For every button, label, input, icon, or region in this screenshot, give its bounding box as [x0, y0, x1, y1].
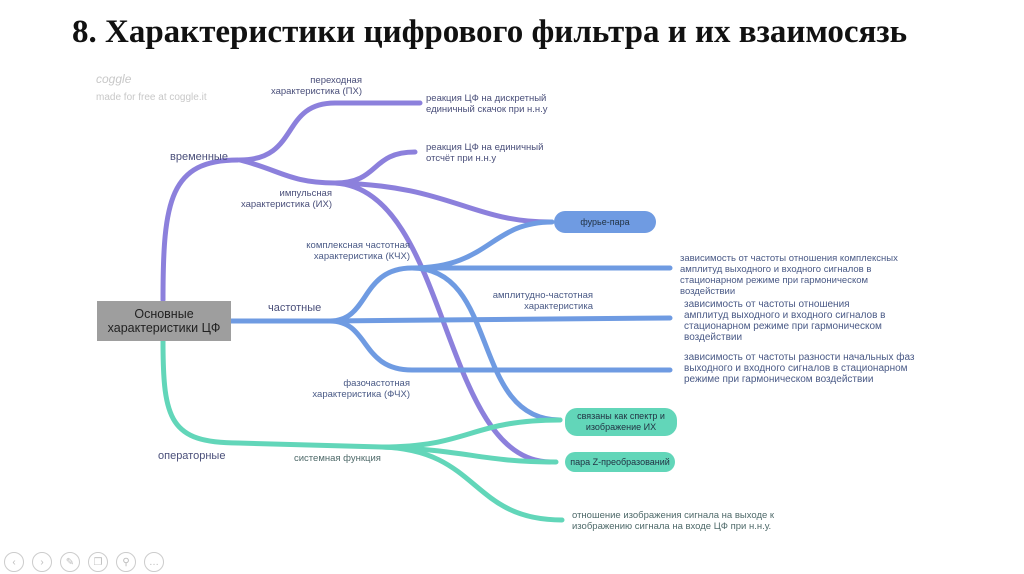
- leaf-px-def: реакция ЦФ на дискретный единичный скачо…: [426, 93, 548, 115]
- copy-icon[interactable]: ❐: [88, 552, 108, 572]
- branch-time: [160, 157, 241, 303]
- node-kchx[interactable]: комплексная частотная характеристика (КЧ…: [306, 240, 410, 262]
- branch-sys-spectrum: [379, 417, 563, 450]
- coggle-note: made for free at coggle.it: [96, 92, 207, 103]
- coggle-logo: coggle: [96, 72, 132, 86]
- leaf-fchx-def: зависимость от частоты разности начальны…: [684, 352, 915, 385]
- branch-label-time[interactable]: временные: [170, 151, 228, 163]
- branch-label-oper[interactable]: операторные: [158, 450, 226, 462]
- branch-fchx: [327, 318, 673, 373]
- node-achx[interactable]: амплитудно-частотная характеристика: [492, 290, 593, 312]
- node-px[interactable]: переходная характеристика (ПХ): [270, 75, 362, 97]
- pen-icon[interactable]: ✎: [60, 552, 80, 572]
- branch-label-freq[interactable]: частотные: [268, 302, 322, 314]
- zoom-icon[interactable]: ⚲: [116, 552, 136, 572]
- node-sys[interactable]: системная функция: [294, 453, 381, 464]
- branch-ix-def: [332, 149, 418, 186]
- branch-sys: [235, 440, 385, 450]
- branch-sys-def: [379, 444, 565, 523]
- slide-title: 8. Характеристики цифрового фильтра и их…: [72, 14, 908, 50]
- branch-kchx: [327, 265, 415, 324]
- branch-ix-fourier: [332, 180, 553, 225]
- prev-icon[interactable]: ‹: [4, 552, 24, 572]
- leaf-sys-def: отношение изображения сигнала на выходе …: [572, 510, 775, 532]
- leaf-achx-def: зависимость от частоты отношения амплиту…: [684, 299, 886, 343]
- next-icon[interactable]: ›: [32, 552, 52, 572]
- node-fchx[interactable]: фазочастотная характеристика (ФЧХ): [312, 378, 410, 400]
- branch-px: [237, 100, 423, 163]
- node-ix[interactable]: импульсная характеристика (ИХ): [240, 188, 332, 210]
- branch-kchx-fourier: [409, 219, 555, 271]
- root-node[interactable]: Основные характеристики ЦФ: [97, 301, 231, 341]
- leaf-kchx-def: зависимость от частоты отношения комплек…: [680, 253, 898, 297]
- leaf-ix-def: реакция ЦФ на единичный отсчёт при н.н.у: [426, 142, 544, 164]
- pill-spectrum[interactable]: связаны как спектр и изображение ИХ: [565, 408, 677, 436]
- more-icon[interactable]: …: [144, 552, 164, 572]
- branch-oper: [160, 338, 241, 446]
- pill-fourier[interactable]: фурье-пара: [554, 211, 656, 233]
- branch-ix: [237, 157, 338, 186]
- branch-achx: [327, 315, 673, 324]
- branch-ix-z: [332, 180, 553, 465]
- branch-kchx-spectrum: [409, 265, 563, 423]
- pill-z[interactable]: пара Z-преобразований: [565, 452, 675, 472]
